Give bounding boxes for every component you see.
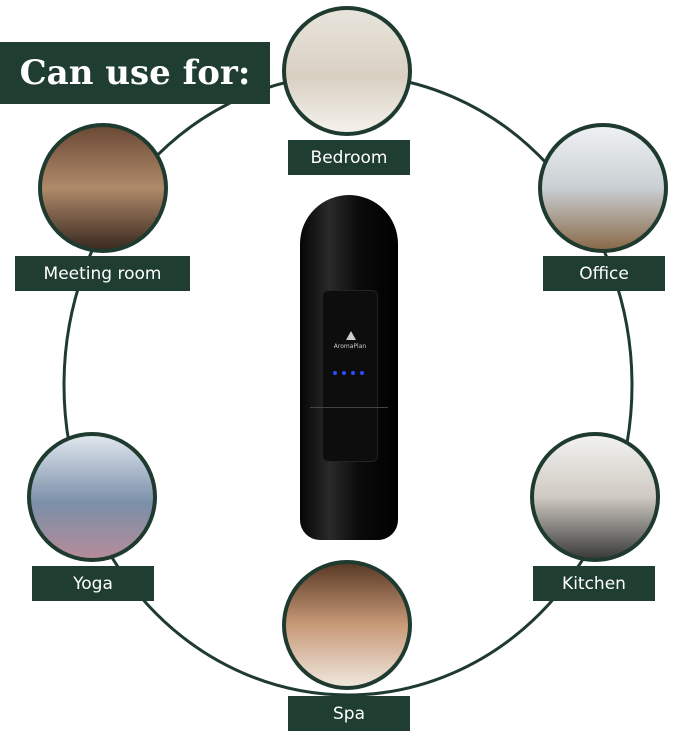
brand-logo-icon — [346, 331, 356, 340]
seam-divider — [310, 407, 388, 408]
led-indicator — [342, 371, 346, 375]
headline: Can use for: — [0, 42, 270, 104]
brand-logo: AromaPlan — [333, 343, 367, 350]
diffuser-device: AromaPlan — [300, 195, 398, 540]
kitchen-label: Kitchen — [533, 566, 655, 601]
meeting-room-photo — [38, 123, 168, 253]
bedroom-label: Bedroom — [288, 140, 410, 175]
control-panel: AromaPlan — [322, 290, 378, 462]
yoga-photo — [27, 432, 157, 562]
led-indicator — [360, 371, 364, 375]
office-label: Office — [543, 256, 665, 291]
kitchen-photo — [530, 432, 660, 562]
meeting-room-label: Meeting room — [15, 256, 190, 291]
led-indicator — [351, 371, 355, 375]
office-photo — [538, 123, 668, 253]
yoga-label: Yoga — [32, 566, 154, 601]
spa-photo — [282, 560, 412, 690]
led-indicator — [333, 371, 337, 375]
spa-label: Spa — [288, 696, 410, 731]
bedroom-photo — [282, 6, 412, 136]
